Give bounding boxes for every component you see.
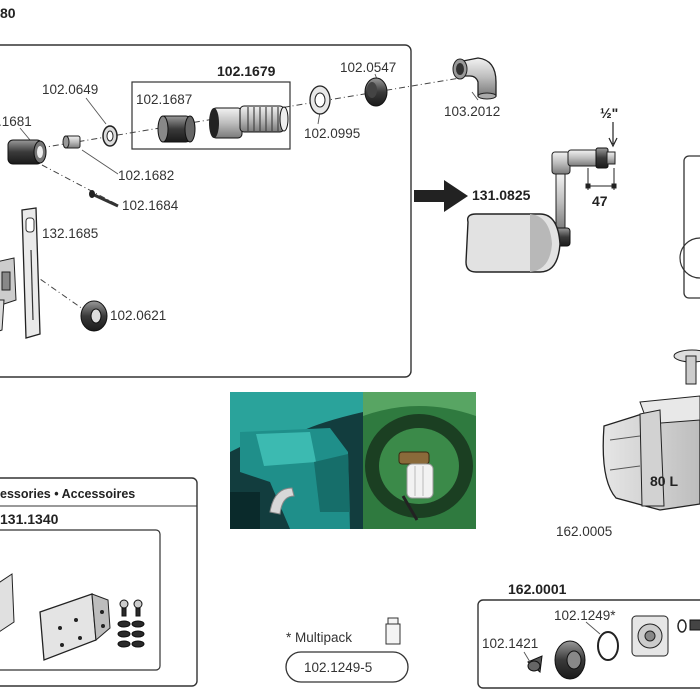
label-102-1249: 102.1249* xyxy=(554,608,616,623)
screws-set xyxy=(117,599,145,648)
label-102-1681: .1681 xyxy=(0,114,32,129)
part-102-1682 xyxy=(62,135,81,149)
part-102-0995 xyxy=(309,85,331,115)
multipack-pill xyxy=(285,651,409,683)
part-102-1684 xyxy=(89,190,119,208)
sub-kit-frame xyxy=(131,81,291,150)
label-trough-volume: 80 L xyxy=(650,473,678,489)
part-102-0621 xyxy=(80,300,108,332)
label-float-valve: 131.0825 xyxy=(472,187,531,203)
drain-kit-number: 162.0001 xyxy=(508,581,567,597)
multipack-label: * Multipack xyxy=(286,630,352,645)
label-102-0621: 102.0621 xyxy=(110,308,166,323)
photo-inset-left xyxy=(230,392,363,529)
label-trough-number: 162.0005 xyxy=(556,524,612,539)
label-102-1421: 102.1421 xyxy=(482,636,538,651)
part-103-2012 xyxy=(452,57,497,100)
label-kit-number: 102.1679 xyxy=(217,63,276,79)
assembly-arrow xyxy=(414,180,468,212)
multipack-number: 102.1249-5 xyxy=(304,660,372,675)
label-dimension: 47 xyxy=(592,193,608,209)
threaded-fitting xyxy=(209,105,289,139)
label-thread-size: ½" xyxy=(600,105,618,121)
accessories-number: 131.1340 xyxy=(0,511,59,527)
float-valve xyxy=(465,147,616,273)
leader-lines xyxy=(19,73,479,175)
drain-leaders xyxy=(523,621,601,663)
label-102-1682: 102.1682 xyxy=(118,168,174,183)
side-panel-frame xyxy=(683,155,700,299)
label-102-0547: 102.0547 xyxy=(340,60,396,75)
trough-drawing xyxy=(602,349,700,511)
kit-frame xyxy=(0,44,412,378)
label-132-1685: 132.1685 xyxy=(42,226,98,241)
label-103-2012: 103.2012 xyxy=(444,104,500,119)
part-132-1685 xyxy=(0,207,41,339)
package-icon xyxy=(385,617,401,645)
mounting-brackets xyxy=(0,573,111,661)
part-102-1681 xyxy=(7,139,47,165)
label-102-0649: 102.0649 xyxy=(42,82,98,97)
dimension-marks xyxy=(585,122,618,190)
drain-parts xyxy=(527,615,700,680)
drain-kit-frame xyxy=(477,599,700,689)
accessories-frame xyxy=(0,477,198,687)
accessories-heading: essories • Accessoires xyxy=(0,487,135,501)
label-102-1687: 102.1687 xyxy=(136,92,192,107)
label-102-1684: 102.1684 xyxy=(122,198,179,213)
part-102-0547 xyxy=(364,77,388,107)
title-fragment: 80 xyxy=(0,5,16,21)
label-102-0995: 102.0995 xyxy=(304,126,360,141)
photo-inset-right xyxy=(363,392,476,529)
part-102-1687 xyxy=(157,115,196,143)
accessories-inner-frame xyxy=(0,529,161,671)
